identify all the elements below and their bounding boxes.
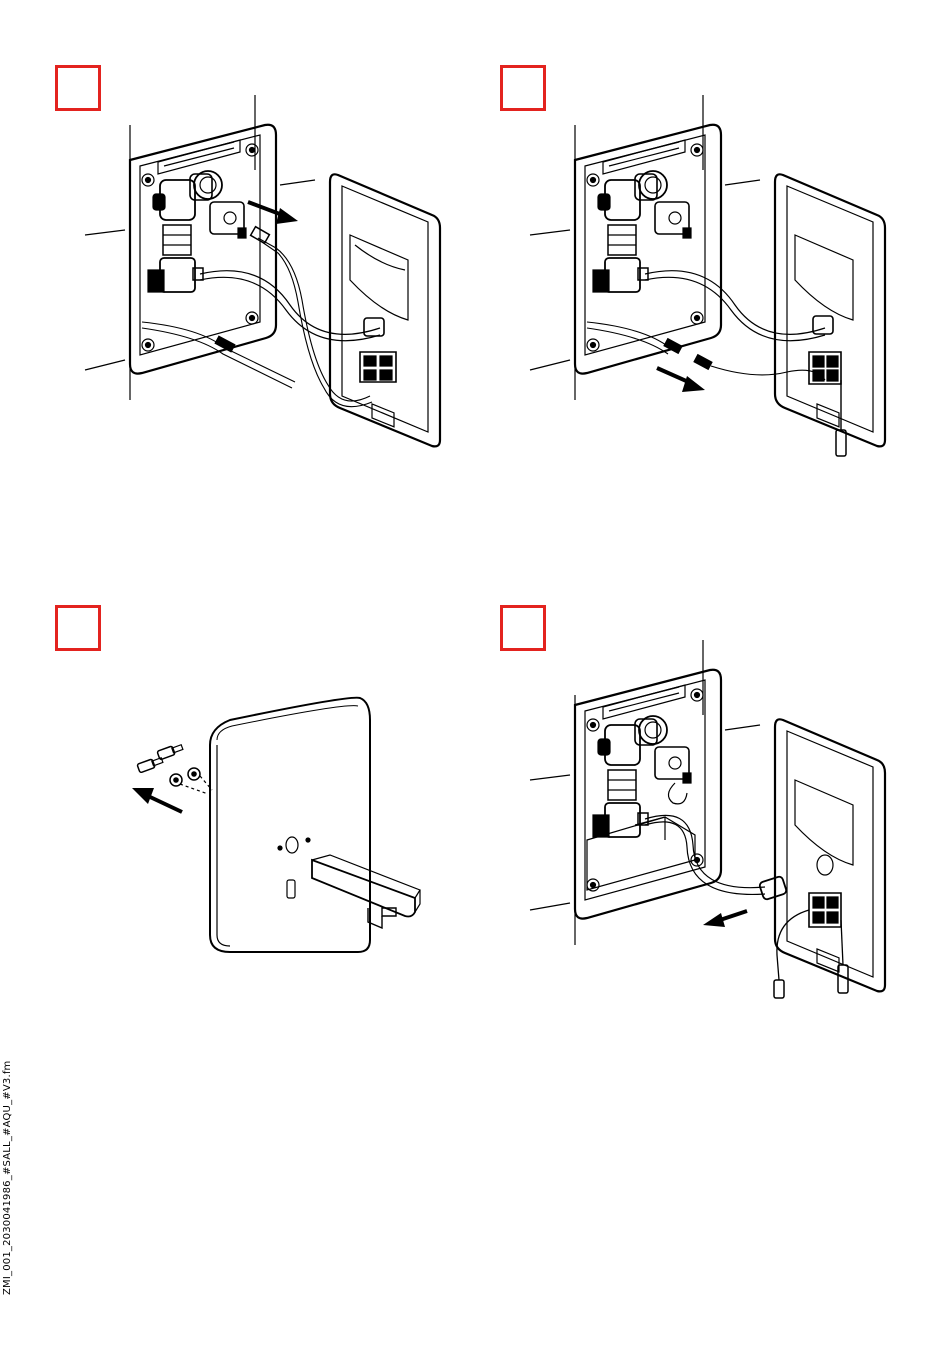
file-reference: ZMI_001_2030041986_#SALL_#AQU_#V3.fm xyxy=(2,1061,13,1296)
step-4-illustration xyxy=(525,635,895,1015)
step-3-number-box xyxy=(55,605,101,651)
step-1-illustration xyxy=(80,90,450,450)
step-3-illustration xyxy=(120,690,430,960)
step-2-illustration xyxy=(525,90,895,470)
